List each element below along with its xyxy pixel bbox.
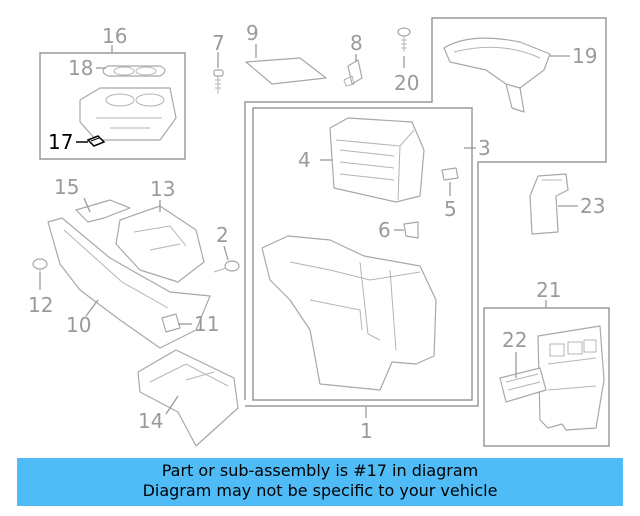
callout-21: 21: [536, 278, 561, 302]
callout-5: 5: [444, 197, 457, 221]
part-11-clip: [161, 313, 181, 333]
part-8-bolt: [343, 59, 363, 87]
callout-8: 8: [350, 31, 363, 55]
callout-23: 23: [580, 194, 605, 218]
part-7-screw: [213, 69, 224, 94]
callout-22: 22: [502, 328, 527, 352]
leader-15: [83, 197, 91, 213]
part-19-armrest-lid: [443, 37, 551, 113]
group-box-1: [252, 107, 473, 401]
callout-4: 4: [298, 148, 311, 172]
callout-15: 15: [54, 175, 79, 199]
callout-14: 14: [138, 409, 163, 433]
part-17-clip: [86, 135, 106, 147]
banner-line-2: Diagram may not be specific to your vehi…: [142, 481, 498, 500]
callout-12: 12: [28, 293, 53, 317]
banner-line-1: Part or sub-assembly is #17 in diagram: [161, 461, 479, 480]
group-box-3: [244, 17, 607, 407]
part-15-bracket: [75, 199, 131, 223]
callout-6: 6: [378, 218, 391, 242]
callout-2: 2: [216, 223, 229, 247]
callout-3: 3: [478, 136, 491, 160]
callout-11: 11: [194, 312, 219, 336]
callout-18: 18: [68, 56, 93, 80]
part-20-screw: [397, 27, 411, 52]
part-13-frame: [115, 205, 205, 283]
callout-10: 10: [66, 313, 91, 337]
part-9-pad: [245, 57, 327, 85]
callout-19: 19: [572, 44, 597, 68]
part-22-vent: [499, 367, 547, 403]
callout-9: 9: [246, 21, 259, 45]
leader-14: [165, 395, 179, 415]
info-banner: Part or sub-assembly is #17 in diagram D…: [17, 458, 623, 506]
leader-10: [85, 299, 99, 317]
part-6-clip: [403, 221, 419, 239]
callout-17: 17: [48, 130, 73, 154]
part-4-storage-bin: [329, 117, 425, 203]
callout-7: 7: [212, 31, 225, 55]
leader-2: [223, 245, 229, 261]
part-5-clip: [441, 167, 459, 181]
callout-16: 16: [102, 24, 127, 48]
part-16-console-tray: [79, 87, 177, 141]
part-1-console-body: [261, 235, 437, 391]
part-18-cupholder-mat: [102, 65, 166, 77]
part-21-rear-panel: [537, 325, 605, 431]
part-23-rear-duct: [529, 173, 569, 235]
callout-20: 20: [394, 71, 419, 95]
part-14-lower-panel: [137, 349, 239, 447]
callout-13: 13: [150, 177, 175, 201]
part-2-screw: [213, 260, 240, 273]
callout-1: 1: [360, 419, 373, 443]
